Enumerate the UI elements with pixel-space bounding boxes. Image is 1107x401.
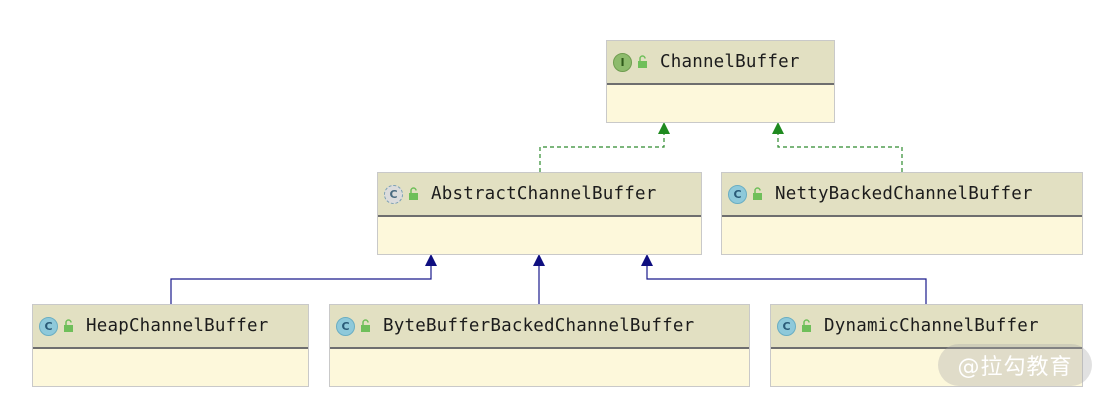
node-label: ByteBufferBackedChannelBuffer bbox=[383, 316, 695, 336]
arrowhead-extends-heap bbox=[425, 254, 437, 266]
node-label: NettyBackedChannelBuffer bbox=[775, 184, 1033, 204]
node-dynamicchannelbuffer[interactable]: C DynamicChannelBuffer bbox=[770, 304, 1083, 387]
arrowhead-implements-left bbox=[658, 122, 670, 134]
node-header: C NettyBackedChannelBuffer bbox=[722, 173, 1082, 217]
node-label: DynamicChannelBuffer bbox=[824, 316, 1039, 336]
edge-dynamic-extends-abstract bbox=[646, 266, 927, 304]
watermark: @拉勾教育 bbox=[938, 344, 1092, 386]
edge-abstract-implements-channelbuffer bbox=[539, 133, 665, 172]
node-header: I ChannelBuffer bbox=[607, 41, 834, 85]
node-heapchannelbuffer[interactable]: C HeapChannelBuffer bbox=[32, 304, 309, 387]
class-badge-icon: C bbox=[777, 316, 796, 336]
edge-heap-extends-abstract bbox=[170, 266, 432, 304]
node-label: HeapChannelBuffer bbox=[86, 316, 269, 336]
class-badge-icon: C bbox=[728, 184, 747, 204]
unlock-icon bbox=[802, 319, 811, 332]
arrowhead-implements-right bbox=[772, 122, 784, 134]
unlock-icon bbox=[409, 187, 418, 200]
node-bytebufferbackedchannelbuffer[interactable]: C ByteBufferBackedChannelBuffer bbox=[329, 304, 750, 387]
arrowhead-extends-dynamic bbox=[641, 254, 653, 266]
node-channelbuffer[interactable]: I ChannelBuffer bbox=[606, 40, 835, 123]
node-header: C ByteBufferBackedChannelBuffer bbox=[330, 305, 749, 349]
node-nettybackedchannelbuffer[interactable]: C NettyBackedChannelBuffer bbox=[721, 172, 1083, 255]
arrowhead-extends-bytebuffer bbox=[533, 254, 545, 266]
interface-badge-icon: I bbox=[613, 52, 632, 72]
node-label: AbstractChannelBuffer bbox=[431, 184, 657, 204]
node-header: C DynamicChannelBuffer bbox=[771, 305, 1082, 349]
unlock-icon bbox=[361, 319, 370, 332]
unlock-icon bbox=[64, 319, 73, 332]
unlock-icon bbox=[638, 55, 647, 68]
unlock-icon bbox=[753, 187, 762, 200]
node-header: C HeapChannelBuffer bbox=[33, 305, 308, 349]
class-badge-icon: C bbox=[39, 316, 58, 336]
edge-netty-implements-channelbuffer bbox=[777, 133, 903, 172]
node-abstractchannelbuffer[interactable]: C AbstractChannelBuffer bbox=[377, 172, 702, 255]
node-header: C AbstractChannelBuffer bbox=[378, 173, 701, 217]
node-label: ChannelBuffer bbox=[660, 52, 800, 72]
abstract-class-badge-icon: C bbox=[384, 184, 403, 204]
class-badge-icon: C bbox=[336, 316, 355, 336]
